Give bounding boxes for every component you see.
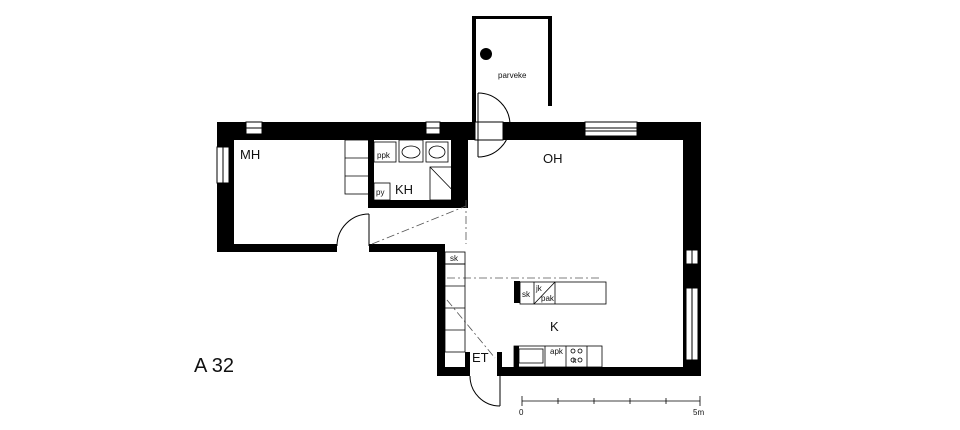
room-label-oh: OH	[543, 151, 563, 166]
scale-bar	[521, 396, 701, 406]
fixture-label-py: py	[376, 188, 384, 197]
fixtures	[344, 139, 607, 368]
scale-end-label: 5m	[693, 408, 704, 417]
fixture-label-pak: pak	[541, 294, 555, 303]
room-label-k: K	[550, 319, 559, 334]
room-label-kh: KH	[395, 182, 413, 197]
drain-icon	[480, 48, 492, 60]
windows	[216, 121, 699, 361]
scale-start-label: 0	[519, 408, 524, 417]
doors	[336, 92, 511, 407]
room-label-et: ET	[472, 350, 489, 365]
fixture-label-jk: jk	[535, 284, 543, 293]
dash-lines	[371, 200, 600, 359]
room-labels: MH KH OH K ET parveke	[240, 71, 563, 365]
fixture-label-lt: lt	[573, 358, 577, 365]
room-label-mh: MH	[240, 147, 260, 162]
fixture-label-ppk: ppk	[377, 151, 391, 160]
apartment-code: A 32	[194, 355, 234, 377]
walls	[217, 16, 701, 376]
balcony	[476, 16, 548, 60]
room-label-balcony: parveke	[498, 71, 527, 80]
fixture-label-sk-hall: sk	[450, 254, 459, 263]
fixture-labels: ppk py sk sk jk pak apk lt	[376, 151, 577, 365]
kitchen-sink-block	[514, 346, 519, 367]
fixture-label-apk: apk	[550, 347, 564, 356]
fixture-label-sk-kitchen: sk	[522, 290, 531, 299]
